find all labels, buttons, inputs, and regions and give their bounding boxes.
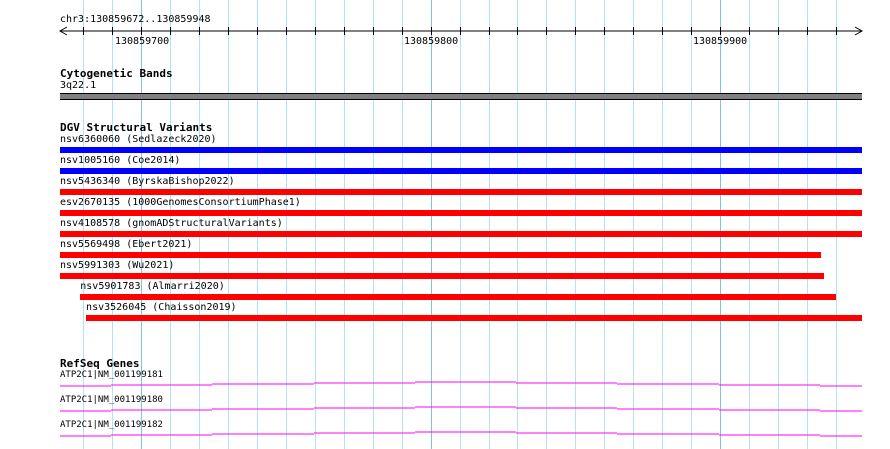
variant-bar[interactable] bbox=[60, 168, 862, 174]
tick-label: 130859800 bbox=[404, 36, 459, 47]
variant-label: esv2670135 (1000GenomesConsortiumPhase1) bbox=[60, 197, 301, 208]
variant-label: nsv5991303 (Wu2021) bbox=[60, 260, 175, 271]
variant-bar[interactable] bbox=[60, 231, 862, 237]
track-title-dgv: DGV Structural Variants bbox=[60, 121, 213, 134]
gene-exon-line bbox=[60, 431, 862, 437]
variant-label: nsv5901783 (Almarri2020) bbox=[80, 281, 225, 292]
track-title-refseq: RefSeq Genes bbox=[60, 357, 140, 370]
variant-bar[interactable] bbox=[60, 252, 822, 258]
ruler-axis[interactable] bbox=[0, 0, 890, 60]
variant-label: nsv4108578 (gnomADStructuralVariants) bbox=[60, 218, 283, 229]
tick-label: 130859700 bbox=[115, 36, 170, 47]
variant-bar[interactable] bbox=[80, 294, 836, 300]
gene-label: ATP2C1|NM_001199182 bbox=[60, 420, 163, 430]
cytoband-label: 3q22.1 bbox=[60, 80, 97, 91]
variant-bar[interactable] bbox=[86, 315, 862, 321]
variant-bar[interactable] bbox=[60, 147, 862, 153]
gene-exon-line bbox=[60, 406, 862, 412]
variant-bar[interactable] bbox=[60, 273, 825, 279]
tick-label: 130859900 bbox=[693, 36, 748, 47]
variant-bar[interactable] bbox=[60, 210, 862, 216]
axis-arrow-icon bbox=[58, 26, 864, 36]
variant-label: nsv3526045 (Chaisson2019) bbox=[86, 302, 237, 313]
variant-label: nsv1005160 (Coe2014) bbox=[60, 155, 181, 166]
track-title-cytoband: Cytogenetic Bands bbox=[60, 67, 173, 80]
cytoband-bar[interactable] bbox=[60, 93, 862, 100]
variant-label: nsv5436340 (ByrskaBishop2022) bbox=[60, 176, 235, 187]
gene-exon-line bbox=[60, 381, 862, 387]
variant-label: nsv5569498 (Ebert2021) bbox=[60, 239, 193, 250]
variant-bar[interactable] bbox=[60, 189, 862, 195]
location-label: chr3:130859672..130859948 bbox=[60, 14, 211, 25]
variant-label: nsv6360060 (Sedlazeck2020) bbox=[60, 134, 217, 145]
gene-label: ATP2C1|NM_001199180 bbox=[60, 395, 163, 405]
gene-label: ATP2C1|NM_001199181 bbox=[60, 370, 163, 380]
